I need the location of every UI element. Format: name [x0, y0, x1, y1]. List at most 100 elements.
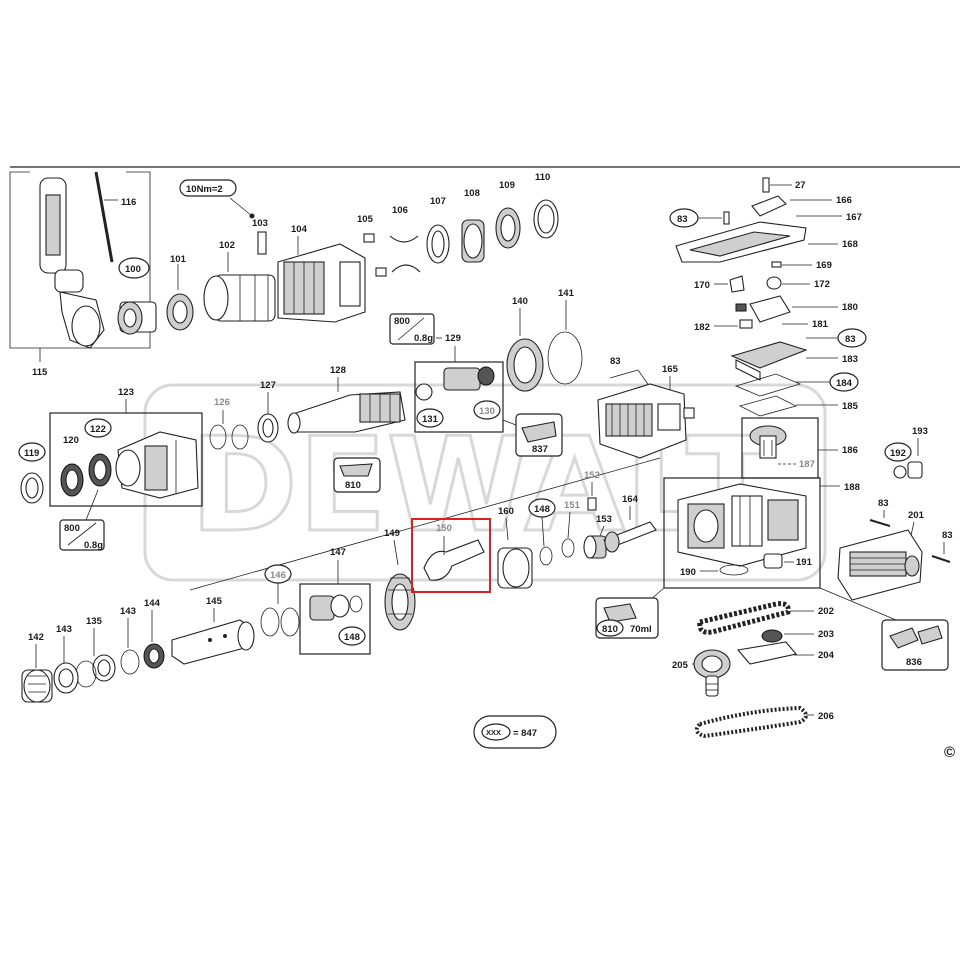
- label-123: 123: [118, 387, 134, 398]
- side-handle-group: [9, 171, 151, 362]
- label-147: 147: [330, 547, 346, 558]
- label-184: 184: [836, 378, 853, 389]
- oring-143b: [120, 649, 140, 675]
- label-128: 128: [330, 365, 346, 376]
- gearbox-188: [677, 483, 807, 567]
- cover-168: [675, 221, 807, 263]
- label-150: 150: [436, 523, 452, 534]
- clip-106b: [391, 264, 421, 273]
- label-135: 135: [86, 616, 103, 627]
- label-129: 129: [445, 333, 461, 344]
- label-83-a: 83: [677, 214, 688, 225]
- group-box-123: [49, 412, 203, 507]
- label-127: 127: [260, 380, 276, 391]
- wobble-shaft-150: [423, 536, 485, 581]
- part-170: [729, 275, 745, 293]
- label-120: 120: [63, 435, 79, 446]
- label-187: 187: [799, 459, 815, 470]
- switch-180: [735, 295, 791, 323]
- label-204: 204: [818, 650, 835, 661]
- oring-126b: [231, 424, 249, 450]
- label-116: 116: [121, 197, 136, 208]
- spindle-129: [443, 366, 495, 391]
- label-169: 169: [816, 260, 832, 271]
- armature-102: [203, 274, 276, 322]
- label-183: 183: [842, 354, 858, 365]
- torque-note: 10Nm=2: [186, 184, 223, 195]
- label-193: 193: [912, 426, 928, 437]
- label-143-right: 143: [120, 606, 136, 617]
- bearing-100: [117, 301, 157, 335]
- oring-146a: [260, 607, 280, 637]
- label-170: 170: [694, 280, 710, 291]
- shaft-164: [603, 521, 657, 553]
- group-box-129: [414, 361, 504, 433]
- circlip-141: [547, 331, 583, 385]
- piston-145: [171, 619, 255, 665]
- ring-148: [539, 546, 553, 566]
- grease-note-800-top: [389, 313, 435, 345]
- grease-amount-left: 0.8g: [84, 540, 103, 551]
- gear-153: [583, 535, 607, 559]
- legend-symbol-oval: [481, 723, 511, 741]
- gasket-185: [738, 395, 798, 417]
- label-190: 190: [680, 567, 696, 578]
- label-168: 168: [842, 239, 858, 250]
- label-144: 144: [144, 598, 161, 609]
- label-165: 165: [662, 364, 679, 375]
- label-104: 104: [291, 224, 308, 235]
- screw-27: [762, 177, 770, 193]
- label-810-upper: 810: [345, 480, 361, 491]
- label-151: 151: [564, 500, 581, 511]
- legend-equals: = 847: [513, 728, 537, 739]
- label-102: 102: [219, 240, 235, 251]
- label-205: 205: [672, 660, 689, 671]
- label-164: 164: [622, 494, 639, 505]
- label-131: 131: [422, 414, 439, 425]
- copyright-mark: ©: [944, 744, 955, 761]
- highlight-box-150: [411, 518, 491, 593]
- label-105: 105: [357, 214, 374, 225]
- label-181: 181: [812, 319, 829, 330]
- motor-housing-165: [597, 383, 695, 459]
- ring-101: [166, 293, 194, 331]
- board-183: [730, 341, 808, 381]
- label-119: 119: [24, 448, 39, 459]
- chain-202: [697, 601, 791, 635]
- brush-836: [889, 625, 943, 649]
- label-145: 145: [206, 596, 223, 607]
- oil-amount-810: 70ml: [630, 624, 652, 635]
- label-188: 188: [844, 482, 860, 493]
- torque-note-box: [179, 179, 237, 197]
- callout-131: [416, 408, 444, 428]
- label-836: 836: [906, 657, 922, 668]
- label-100: 100: [125, 264, 141, 275]
- label-115: 115: [32, 367, 48, 378]
- label-130: 130: [479, 406, 495, 417]
- oring-126a: [209, 424, 227, 450]
- callout-122: [84, 418, 112, 438]
- label-166: 166: [836, 195, 852, 206]
- label-141: 141: [558, 288, 575, 299]
- callout-192: [884, 442, 912, 462]
- gasket-184: [734, 373, 802, 397]
- clip-106a: [389, 235, 419, 243]
- label-103: 103: [252, 218, 268, 229]
- label-148-upper: 148: [534, 504, 550, 515]
- label-837: 837: [532, 444, 548, 455]
- screw-103: [257, 231, 267, 255]
- label-182: 182: [694, 322, 710, 333]
- pin-105: [363, 233, 375, 243]
- label-185: 185: [842, 401, 859, 412]
- ring-109: [495, 207, 521, 249]
- label-122: 122: [90, 424, 106, 435]
- label-27: 27: [795, 180, 806, 191]
- plate-204: [736, 641, 798, 665]
- sleeve-142: [21, 669, 53, 703]
- label-172: 172: [814, 279, 830, 290]
- field-housing-104: [277, 243, 366, 323]
- key-152: [587, 497, 597, 511]
- label-126: 126: [214, 397, 230, 408]
- label-202: 202: [818, 606, 834, 617]
- needle-bearing-149: [384, 573, 416, 631]
